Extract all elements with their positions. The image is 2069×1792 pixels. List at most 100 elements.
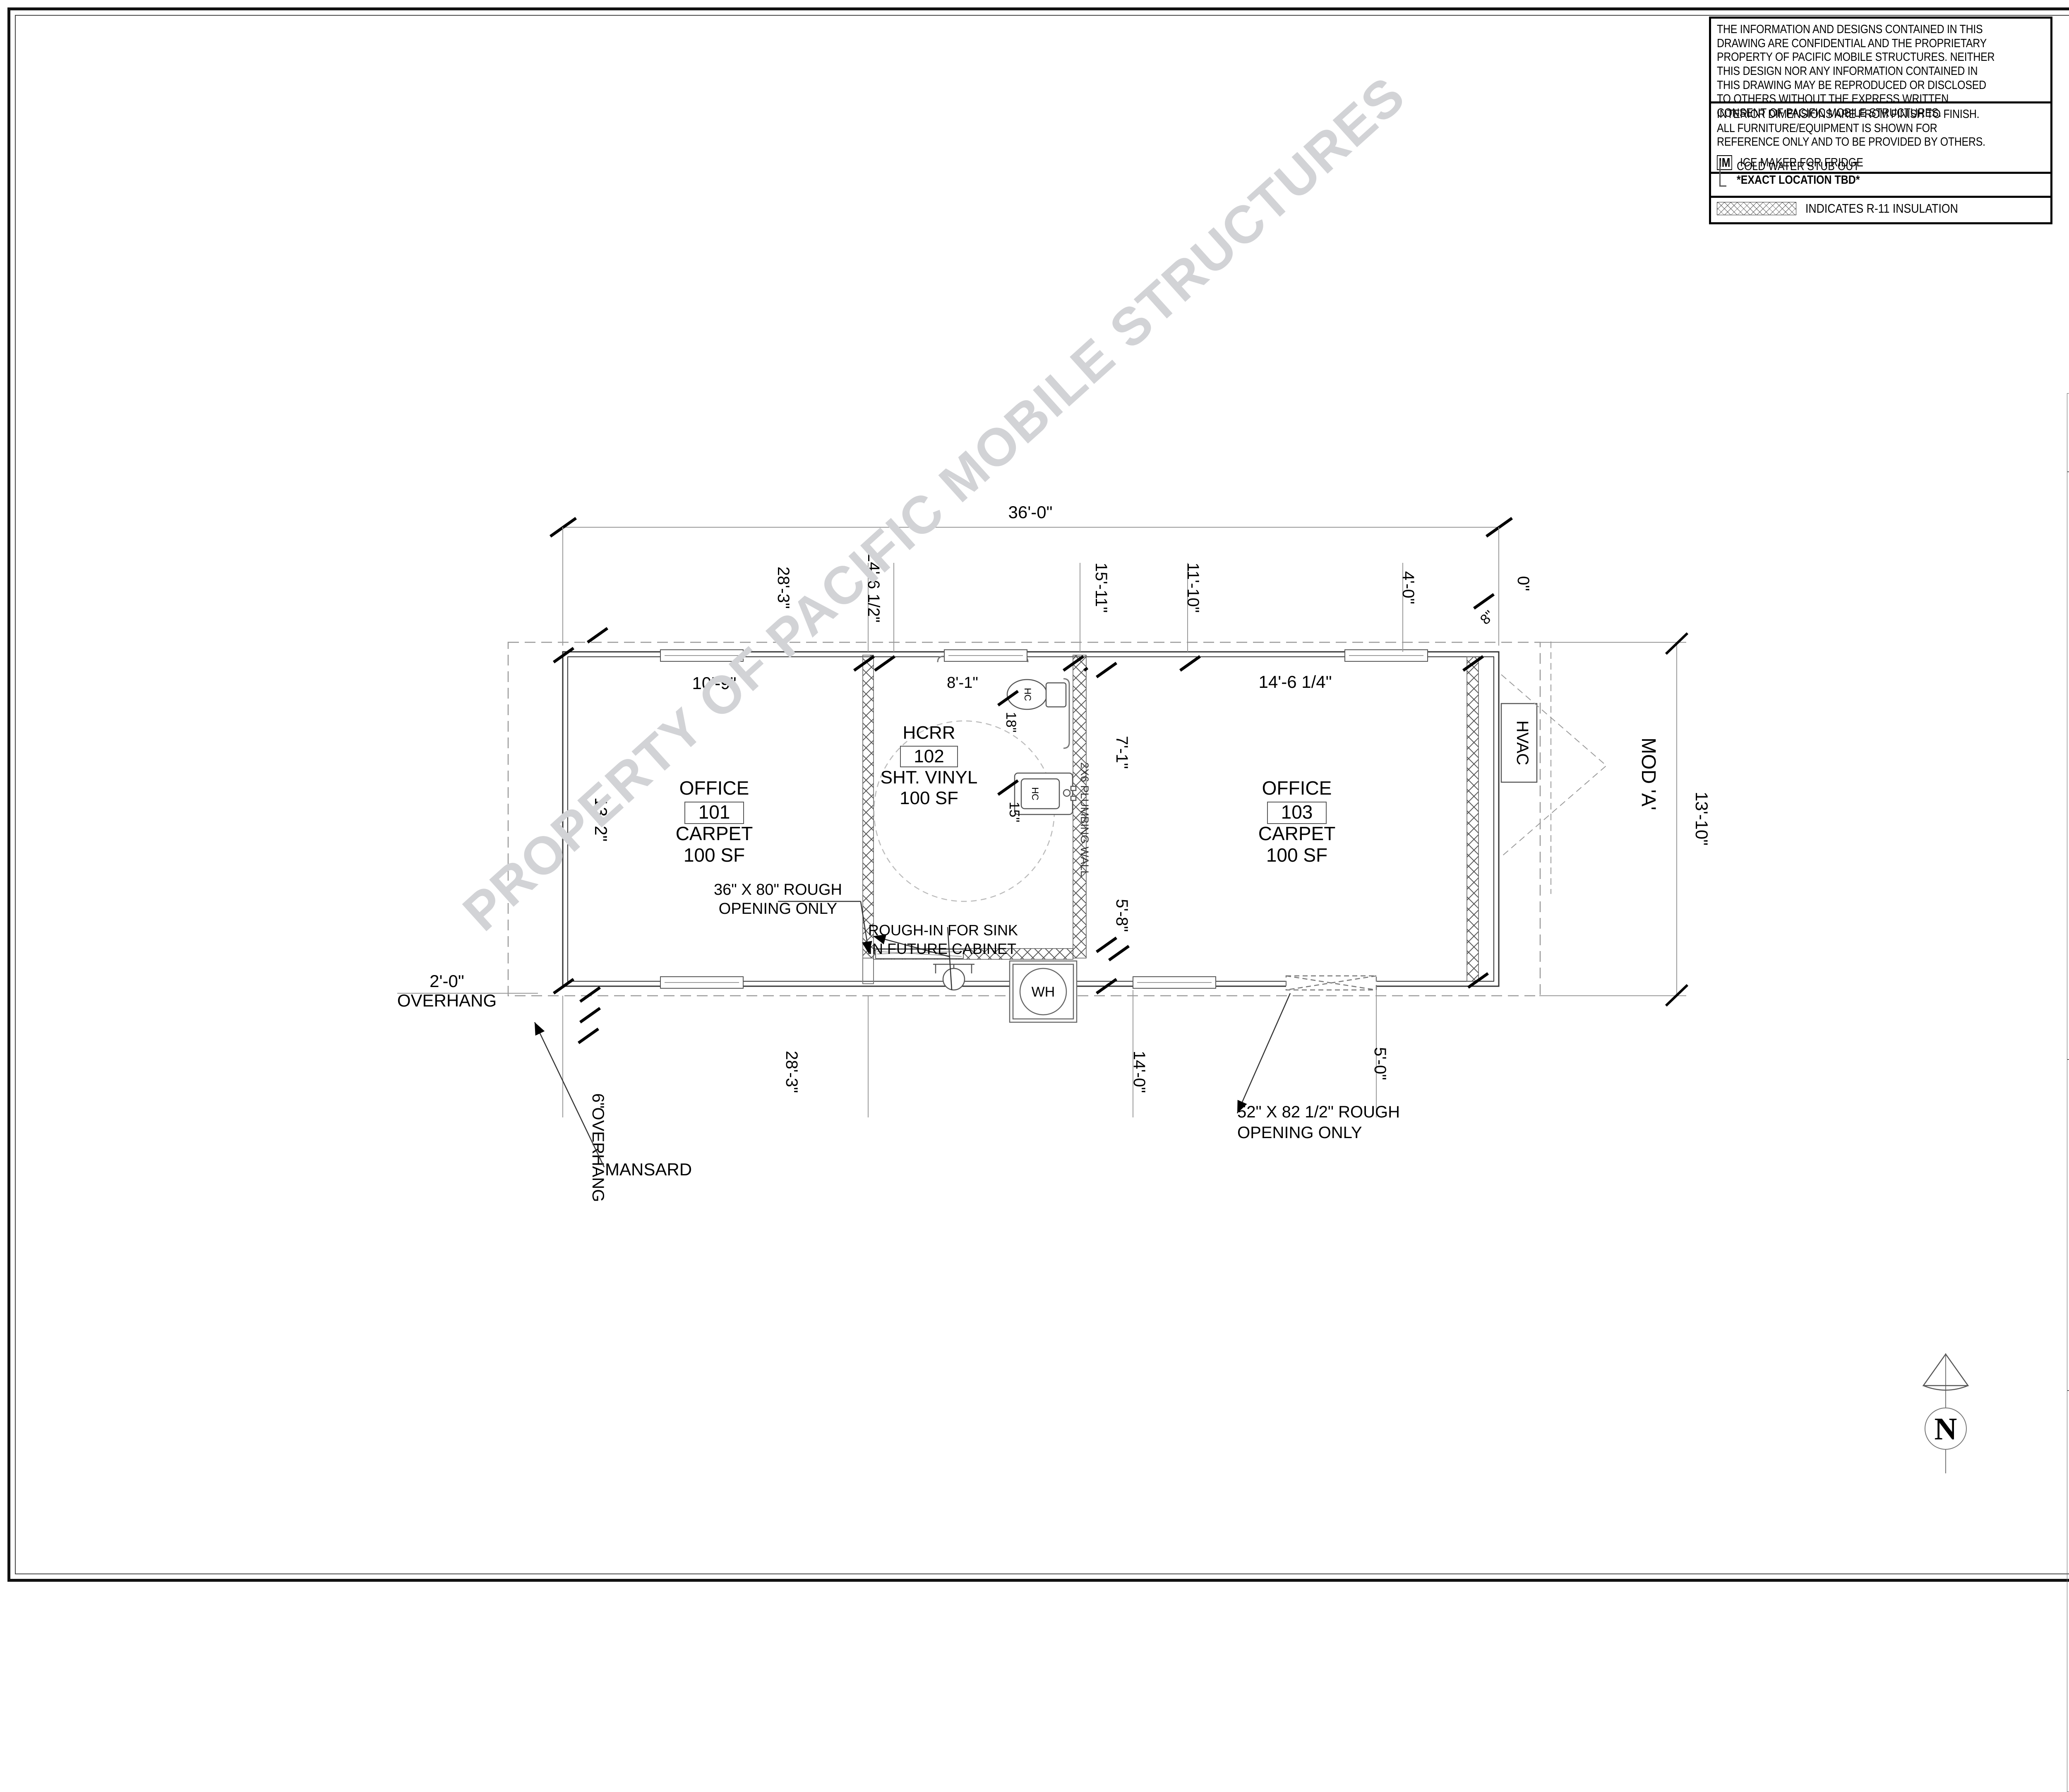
water-heater [1009, 960, 1078, 1023]
callout-overhang-6-dim: 6" [589, 1093, 607, 1108]
room-102-finish: SHT. VINYL [881, 767, 978, 788]
room-102-area: 100 SF [900, 788, 958, 808]
dim-11-10: 11'-10" [1184, 562, 1202, 613]
sheet-border-inner [15, 15, 2069, 1574]
callout-52x82-line1: 52" X 82 1/2" ROUGH [1237, 1103, 1400, 1121]
dim-10-9: 10'-9" [692, 673, 737, 693]
cold-water-stub-legend-block: COLD WATER STUB OUT *EXACT LOCATION TBD* [1709, 156, 2052, 198]
bottom-dim-lines [562, 990, 1377, 1117]
hvac-unit [1500, 703, 1538, 783]
overhang-outline [507, 641, 1541, 997]
insulation-hatch-icon [1717, 202, 1796, 215]
cold-water-stub-note: *EXACT LOCATION TBD* [1737, 173, 1860, 187]
dim-14-6-quarter: 14'-6 1/4" [1258, 672, 1332, 692]
dim-0-inch: 0" [1514, 576, 1532, 591]
module-label: MOD 'A' [1637, 737, 1659, 810]
ice-maker-icon: IM [1717, 155, 1733, 171]
sink-rough-in-symbol [933, 963, 974, 991]
insulation-legend-block: INDICATES R-11 INSULATION [1709, 195, 2052, 224]
window-symbols [660, 649, 1428, 662]
general-note-block: INTERIOR DIMENSIONS ARE FROM FINISH TO F… [1709, 103, 2052, 174]
room-103-name: OFFICE [1262, 777, 1332, 799]
dimension-lines [549, 517, 1513, 652]
room-103-area: 100 SF [1266, 844, 1327, 866]
revision-header-cell: REVISION [2067, 472, 2069, 1059]
room-101-area: 100 SF [684, 844, 745, 866]
sheet-border-outer [7, 7, 2069, 1582]
callout-overhang-2-label: OVERHANG [397, 991, 497, 1010]
water-heater-label: WH [1032, 984, 1055, 1000]
room-101-number-box [684, 802, 744, 824]
ice-maker-legend-row: IM ICE MAKER FOR FRIDGE [1717, 155, 2045, 171]
dim-4-0: 4'-0" [1399, 571, 1417, 604]
general-note-text: INTERIOR DIMENSIONS ARE FROM FINISH TO F… [1717, 108, 1985, 149]
room-103-finish: CARPET [1258, 823, 1336, 844]
toilet-label: HC [1022, 688, 1033, 701]
confidentiality-note-text: THE INFORMATION AND DESIGNS CONTAINED IN… [1717, 23, 1995, 120]
dim-8-inch: 8" [1477, 608, 1498, 628]
cold-water-stub-icon [1719, 161, 1726, 187]
callout-52x82-rough-opening: 52" X 82 1/2" ROUGH OPENING ONLY [1236, 993, 1400, 1142]
dim-13-10: 13'-10" [1692, 792, 1711, 846]
callout-36x80-line2: OPENING ONLY [719, 900, 837, 918]
sink-label: HC [1030, 787, 1040, 800]
floor-plan-drawing: HC HC WH HVAC [397, 502, 1969, 1473]
room-102-number: 102 [914, 746, 944, 766]
callout-6in-overhang: 6" OVERHANG [589, 1093, 607, 1202]
north-arrow-label: N [1935, 1412, 1957, 1446]
callout-sink-line1: ROUGH-IN FOR SINK [868, 922, 1018, 939]
insulation-legend-label: INDICATES R-11 INSULATION [1805, 201, 1958, 216]
dim-15-inch: 15" [1006, 802, 1022, 822]
room-101-name: OFFICE [679, 777, 749, 799]
callout-36x80-line1: 36" X 80" ROUGH [714, 881, 842, 898]
ice-maker-legend-label: ICE MAKER FOR FRIDGE [1740, 156, 1864, 169]
partition-wall-101-102 [862, 655, 874, 984]
plumbing-wall-2x6 [1073, 655, 1087, 958]
dim-24-6-half: 24'-6 1/2" [864, 553, 883, 623]
dim-15-11: 15'-11" [1092, 562, 1110, 613]
room-101-number: 101 [698, 801, 730, 823]
hvac-label: HVAC [1513, 721, 1531, 765]
title-block-spacer [2067, 393, 2069, 472]
room-101-finish: CARPET [676, 823, 753, 844]
dim-7-1: 7'-1" [1113, 736, 1131, 769]
toilet-fixture [1006, 679, 1067, 710]
plumbing-wall-note: 2X6 PLUMBING WALL [1078, 762, 1091, 877]
dim-28-3-bottom: 28'-3" [782, 1051, 801, 1093]
room-102-name: HCRR [902, 723, 955, 743]
module-bracket [1501, 641, 1607, 894]
project-name-cell: 05275 - 14X36 PORTLAND [2067, 1059, 2069, 1391]
cold-water-stub-label: COLD WATER STUB OUT [1737, 160, 1860, 173]
callout-2ft-overhang: 2'-0" OVERHANG [397, 971, 538, 1010]
right-dim-line [1539, 632, 1689, 1007]
north-arrow: N [1922, 1353, 1969, 1473]
room-103-number-box [1267, 802, 1327, 824]
callout-mansard-label: MANSARD [605, 1160, 692, 1179]
room-102-number-box [900, 746, 958, 767]
dim-overall-length: 36'-0" [1008, 502, 1053, 522]
exterior-door-opening [1285, 975, 1377, 991]
callout-sink-rough-in: ROUGH-IN FOR SINK IN FUTURE CABINET [868, 922, 1018, 990]
callout-sink-line2: IN FUTURE CABINET [868, 940, 1016, 957]
room-103-number: 103 [1281, 801, 1313, 823]
callout-mansard: MANSARD [534, 1022, 692, 1179]
dim-13-2: 13'-2" [591, 798, 611, 842]
exterior-wall-insulation [1467, 656, 1479, 982]
lavatory-sink [1014, 772, 1077, 815]
confidentiality-note-block: THE INFORMATION AND DESIGNS CONTAINED IN… [1709, 17, 2052, 120]
hcrr-door-opening [875, 949, 964, 959]
dim-14-0: 14'-0" [1130, 1051, 1148, 1093]
callout-overhang-2-dim: 2'-0" [430, 971, 464, 991]
room-tag-102: HCRR 102 SHT. VINYL 100 SF [881, 723, 978, 808]
dim-8-1: 8'-1" [947, 674, 978, 692]
room-tag-101: OFFICE 101 CARPET 100 SF [676, 777, 753, 866]
dim-5-8: 5'-8" [1113, 899, 1131, 932]
dim-18-inch: 18" [1003, 712, 1019, 733]
window-symbols-bottom [660, 976, 1216, 989]
dim-5-0: 5'-0" [1371, 1047, 1389, 1080]
callout-36x80-rough-opening: 36" X 80" ROUGH OPENING ONLY [714, 881, 872, 954]
dimension-ticks [552, 593, 1495, 1044]
dim-28-3-top: 28'-3" [774, 567, 792, 609]
room-tag-103: OFFICE 103 CARPET 100 SF [1258, 777, 1336, 866]
callout-52x82-line2: OPENING ONLY [1237, 1124, 1362, 1142]
